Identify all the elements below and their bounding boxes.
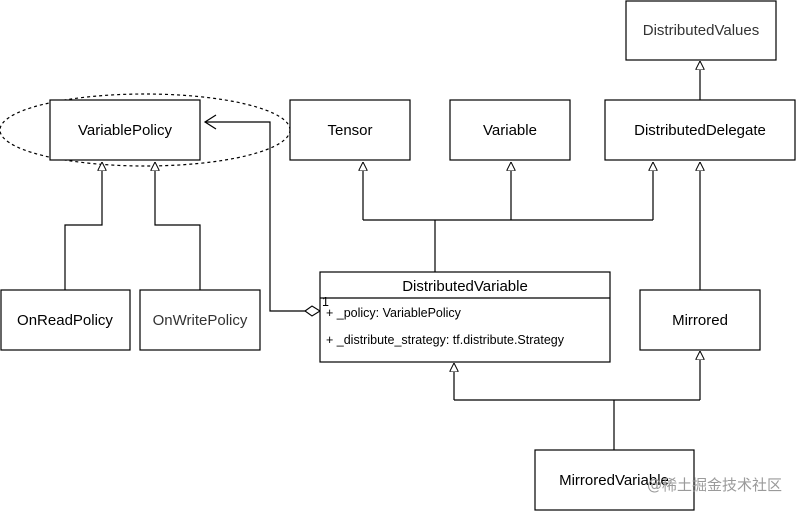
node-label: MirroredVariable: [559, 472, 669, 489]
node-tensor: Tensor: [289, 99, 411, 161]
node-label: DistributedValues: [643, 22, 759, 39]
watermark: @稀土掘金技术社区: [647, 476, 782, 494]
node-label: VariablePolicy: [78, 122, 172, 139]
edges: [64, 61, 700, 450]
edge-onread-to-policy: [64, 162, 102, 290]
edge-aggregation-policy: [205, 121, 305, 312]
node-distributed-variable: DistributedVariable + _policy: VariableP…: [319, 271, 611, 363]
node-variable-policy: VariablePolicy: [49, 99, 201, 161]
node-distributed-values: DistributedValues: [625, 0, 777, 61]
aggregation-diamond: [304, 305, 322, 317]
node-on-write-policy: OnWritePolicy: [139, 289, 261, 351]
class-title: DistributedVariable: [402, 278, 528, 295]
node-label: Mirrored: [672, 312, 728, 329]
node-distributed-delegate: DistributedDelegate: [604, 99, 796, 161]
node-mirrored-variable: MirroredVariable: [534, 449, 695, 511]
node-mirrored: Mirrored: [639, 289, 761, 351]
node-variable: Variable: [449, 99, 571, 161]
node-on-read-policy: OnReadPolicy: [0, 289, 131, 351]
node-label: DistributedDelegate: [634, 122, 766, 139]
class-attribute-strategy: + _distribute_strategy: tf.distribute.St…: [326, 333, 565, 347]
multiplicity-label: 1: [322, 295, 329, 309]
node-label: OnWritePolicy: [153, 312, 248, 329]
class-attribute-policy: + _policy: VariablePolicy: [326, 306, 462, 320]
edge-onwrite-to-policy: [155, 162, 201, 290]
node-label: OnReadPolicy: [17, 312, 113, 329]
node-label: Variable: [483, 122, 537, 139]
node-label: Tensor: [327, 122, 372, 139]
aggregation-arrowhead: [203, 114, 217, 130]
